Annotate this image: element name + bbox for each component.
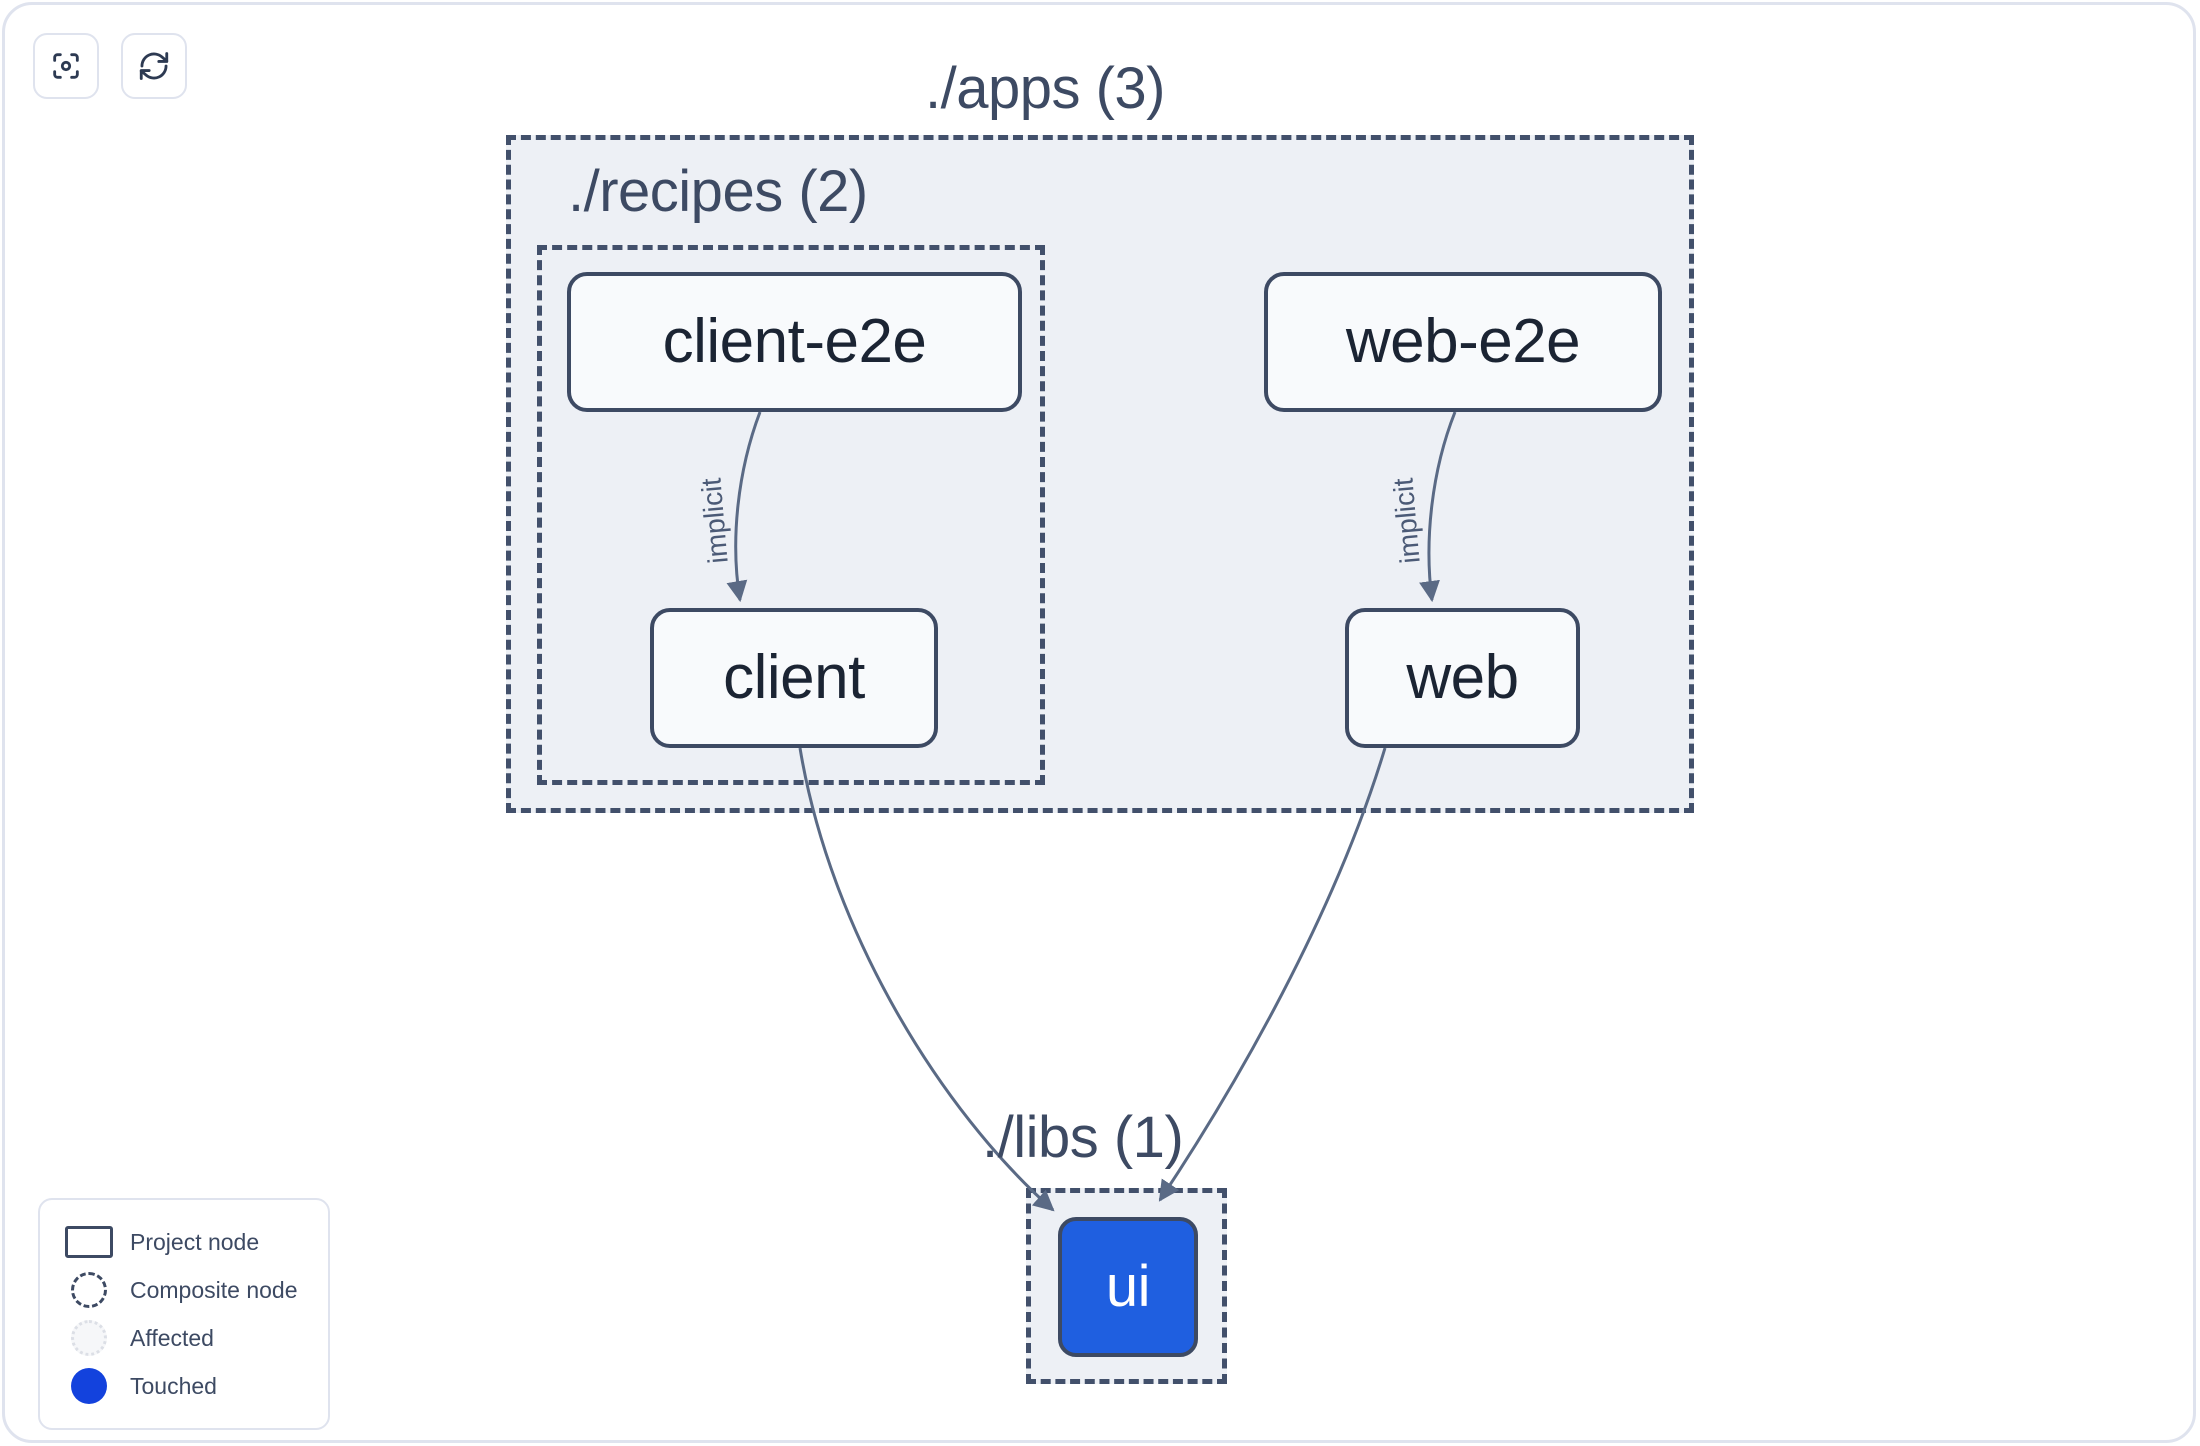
legend-item-label: Composite node (130, 1276, 298, 1303)
project-node-label: web (1406, 643, 1519, 712)
edge-client-to-ui[interactable] (798, 747, 1055, 1212)
edge-label-implicit-web: implicit (1387, 477, 1425, 565)
graph-legend: Project node Composite node Affected Tou… (38, 1198, 330, 1430)
legend-item-label: Affected (130, 1324, 214, 1351)
project-node-client-e2e[interactable]: client-e2e (567, 272, 1022, 412)
affected-swatch-icon (62, 1320, 116, 1356)
project-node-label: web-e2e (1345, 307, 1581, 376)
legend-item-affected: Affected (62, 1314, 308, 1362)
legend-item-label: Touched (130, 1372, 217, 1399)
focus-scan-icon (49, 49, 83, 83)
edge-web-to-ui[interactable] (1158, 747, 1387, 1202)
project-node-web-e2e[interactable]: web-e2e (1264, 272, 1662, 412)
group-label-libs: ./libs (1) (982, 1105, 1184, 1170)
edge-label-implicit-client: implicit (695, 477, 733, 565)
group-label-apps: ./apps (3) (925, 56, 1166, 121)
legend-item-project-node: Project node (62, 1218, 308, 1266)
project-node-client[interactable]: client (650, 608, 938, 748)
group-label-recipes: ./recipes (2) (568, 159, 868, 224)
legend-item-label: Project node (130, 1228, 260, 1255)
graph-toolbar (33, 33, 187, 99)
project-node-label: client (723, 643, 865, 712)
project-node-web[interactable]: web (1345, 608, 1580, 748)
project-node-ui[interactable]: ui (1058, 1217, 1198, 1357)
focus-graph-button[interactable] (33, 33, 99, 99)
project-node-label: client-e2e (662, 307, 927, 376)
touched-swatch-icon (62, 1368, 116, 1404)
legend-item-touched: Touched (62, 1362, 308, 1410)
refresh-icon (137, 49, 171, 83)
legend-item-composite-node: Composite node (62, 1266, 308, 1314)
edge-client-e2e-to-client[interactable] (726, 411, 762, 603)
composite-node-swatch-icon (62, 1272, 116, 1308)
project-node-label: ui (1105, 1254, 1151, 1319)
refresh-graph-button[interactable] (121, 33, 187, 99)
edge-web-e2e-to-web[interactable] (1419, 411, 1457, 603)
project-node-swatch-icon (62, 1226, 116, 1258)
